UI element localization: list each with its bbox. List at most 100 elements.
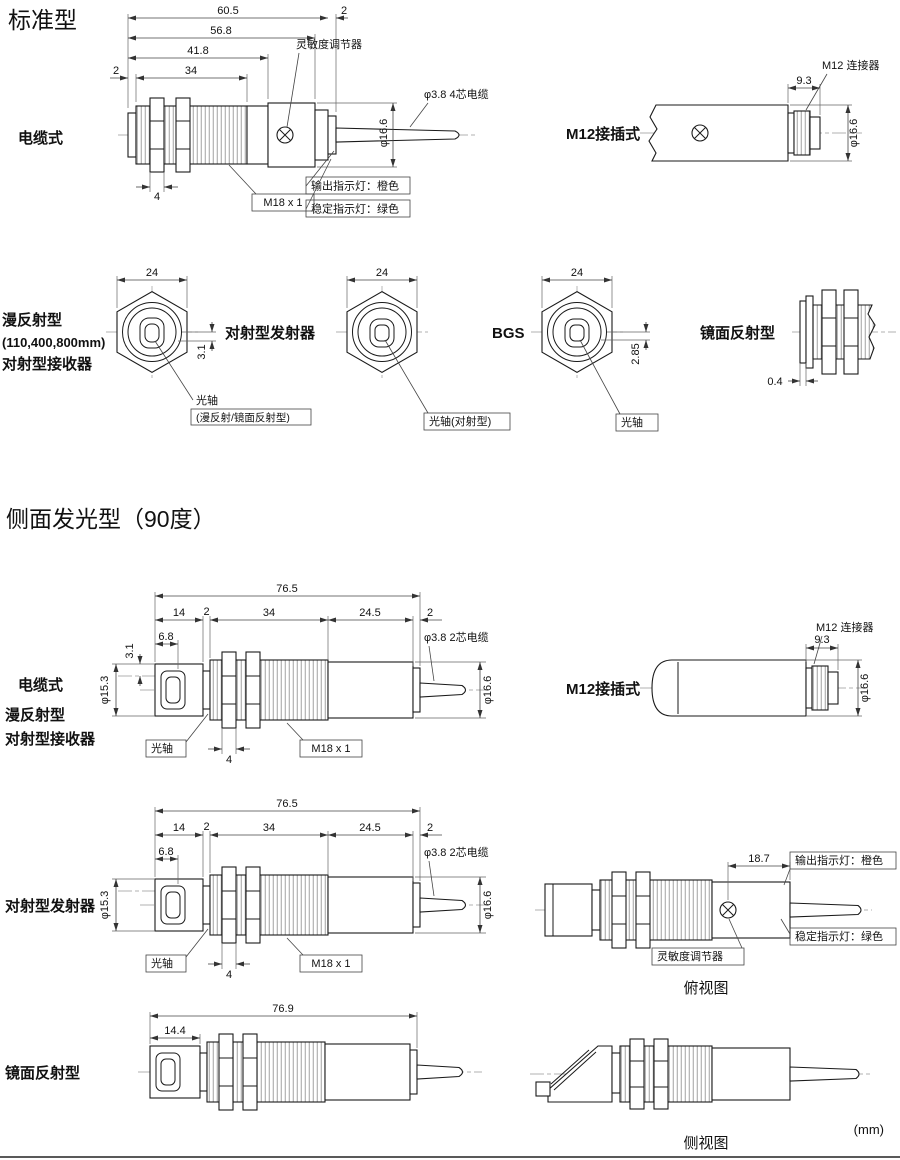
row-label-emitter: 对射型发射器 <box>225 324 316 342</box>
row-label-diffuse: 漫反射型 <box>2 311 62 329</box>
hex-nut <box>242 1033 258 1111</box>
hex-nut <box>821 289 837 375</box>
lens-window <box>160 885 186 925</box>
hex-nut <box>635 871 651 949</box>
dim-2-a: 2 <box>203 606 209 618</box>
sensor-body <box>651 659 807 717</box>
lens-window <box>155 1052 181 1092</box>
dim-9-3: 9.3 <box>814 634 829 646</box>
output-led-label: 输出指示灯：橙色 <box>311 179 399 193</box>
m12-knurl <box>793 110 811 156</box>
optical-axis-note: (漫反射/镜面反射型) <box>196 411 290 424</box>
dim-nut-width: 4 <box>154 191 160 203</box>
dim-3-1: 3.1 <box>196 344 208 359</box>
dim-total-length: 76.5 <box>276 583 297 595</box>
cable-spec-label: φ3.8 2芯电缆 <box>424 845 489 859</box>
optical-axis-bgs-label: 光轴 <box>621 415 643 429</box>
cable-gland <box>327 115 337 155</box>
dim-rear-2: 2 <box>341 5 347 17</box>
row-label-receiver: 对射型接收器 <box>5 730 96 748</box>
dim-body-diameter: φ16.6 <box>482 676 494 705</box>
hex-nut <box>175 97 191 173</box>
dim-14: 14 <box>173 822 185 834</box>
rear-housing <box>327 661 414 719</box>
dim-total-length: 76.5 <box>276 798 297 810</box>
side-cable-drawing: 76.5 14 2 34 24.5 2 6.8 3.1 φ15.3 φ16.6 … <box>5 583 494 766</box>
dim-24-5: 24.5 <box>359 607 380 619</box>
dim-2-a: 2 <box>203 821 209 833</box>
row-label-m12-type: M12接插式 <box>566 125 640 143</box>
dim-body-diameter: φ16.6 <box>482 891 494 920</box>
row-label-cable-type: 电缆式 <box>18 676 63 694</box>
hex-nut <box>221 866 237 944</box>
optical-axis-label: 光轴 <box>151 741 173 755</box>
hex-nut <box>653 1038 669 1110</box>
dim-18-7: 18.7 <box>748 853 769 865</box>
dim-24-5: 24.5 <box>359 822 380 834</box>
thread-spec-label: M18 x 1 <box>263 197 302 209</box>
thread-spec-label: M18 x 1 <box>311 743 350 755</box>
side-head <box>154 663 204 717</box>
hex-nut <box>221 651 237 729</box>
row-label-diffuse: 漫反射型 <box>5 706 65 724</box>
dim-14-4: 14.4 <box>164 1025 185 1037</box>
standard-cable-drawing: 60.5 2 56.8 41.8 34 2 4 φ16.6 灵敏度调节器 φ3.… <box>18 5 489 218</box>
unit-note: (mm) <box>854 1122 884 1137</box>
lens-window <box>139 317 165 349</box>
m12-connector-label: M12 连接器 <box>822 59 879 72</box>
row-label-cable-type: 电缆式 <box>18 129 63 147</box>
hex-nut <box>245 866 261 944</box>
cable-spec-label: φ3.8 4芯电缆 <box>424 87 489 101</box>
dim-2-b: 2 <box>427 607 433 619</box>
hex-face-diffuse <box>116 290 188 374</box>
hex-nut <box>149 97 165 173</box>
dim-2-b: 2 <box>427 822 433 834</box>
dim-9-3: 9.3 <box>796 75 811 87</box>
front-views: 24 3.1 光轴 (漫反射/镜面反射型) 漫反射型 (110,400,800m… <box>2 267 896 432</box>
optical-axis-throughbeam-label: 光轴(对射型) <box>429 414 491 428</box>
hex-nut <box>611 871 627 949</box>
dim-body-diameter: φ16.6 <box>378 119 390 148</box>
side-head <box>544 883 593 937</box>
dim-2-85: 2.85 <box>630 343 642 364</box>
hex-nut <box>218 1033 234 1111</box>
row-label-range: (110,400,800mm) <box>2 335 105 350</box>
m12-stub <box>809 116 821 150</box>
dim-24-c: 24 <box>571 267 583 279</box>
sensitivity-adjuster-label: 灵敏度调节器 <box>296 37 362 51</box>
caption-side-view: 侧视图 <box>683 1135 728 1152</box>
front-bezel <box>799 300 807 364</box>
rear-housing <box>711 1047 791 1101</box>
dim-thread-length: 34 <box>185 65 197 77</box>
row-label-receiver: 对射型接收器 <box>2 355 93 373</box>
row-label-bgs: BGS <box>492 325 525 342</box>
dim-nut-width: 4 <box>226 754 232 766</box>
dim-body-diameter: φ16.6 <box>859 674 871 703</box>
section-title-standard: 标准型 <box>8 7 77 33</box>
hex-nut <box>629 1038 645 1110</box>
side-mirror-drawing: 76.9 14.4 镜面反射型 <box>5 1003 482 1111</box>
dim-6-8: 6.8 <box>158 631 173 643</box>
cable <box>335 127 460 143</box>
dim-body-diameter: φ16.6 <box>848 119 860 148</box>
dim-41-8: 41.8 <box>187 45 208 57</box>
optical-axis-label: 光轴 <box>196 393 218 407</box>
section-title-side-emitting: 侧面发光型（90度） <box>6 506 216 532</box>
row-label-emitter: 对射型发射器 <box>5 897 96 915</box>
caption-top-view: 俯视图 <box>683 980 728 997</box>
m12-stub <box>827 671 839 705</box>
stability-led-label: 稳定指示灯：绿色 <box>311 202 399 216</box>
cable <box>419 682 467 698</box>
side-m12-drawing: 9.3 φ16.6 M12 连接器 M12接插式 <box>566 621 873 717</box>
output-led-label: 输出指示灯：橙色 <box>795 853 883 867</box>
row-label-m12-type: M12接插式 <box>566 680 640 698</box>
thread-spec-label: M18 x 1 <box>311 958 350 970</box>
top-view-drawing: 18.7 输出指示灯：橙色 稳定指示灯：绿色 灵敏度调节器 俯视图 <box>535 851 897 997</box>
dim-6-8: 6.8 <box>158 846 173 858</box>
dim-head-diameter: φ15.3 <box>99 676 111 705</box>
dim-thread-length: 34 <box>263 607 275 619</box>
cable <box>416 1064 464 1080</box>
lens-window <box>160 670 186 710</box>
sensor-tip <box>127 112 137 158</box>
